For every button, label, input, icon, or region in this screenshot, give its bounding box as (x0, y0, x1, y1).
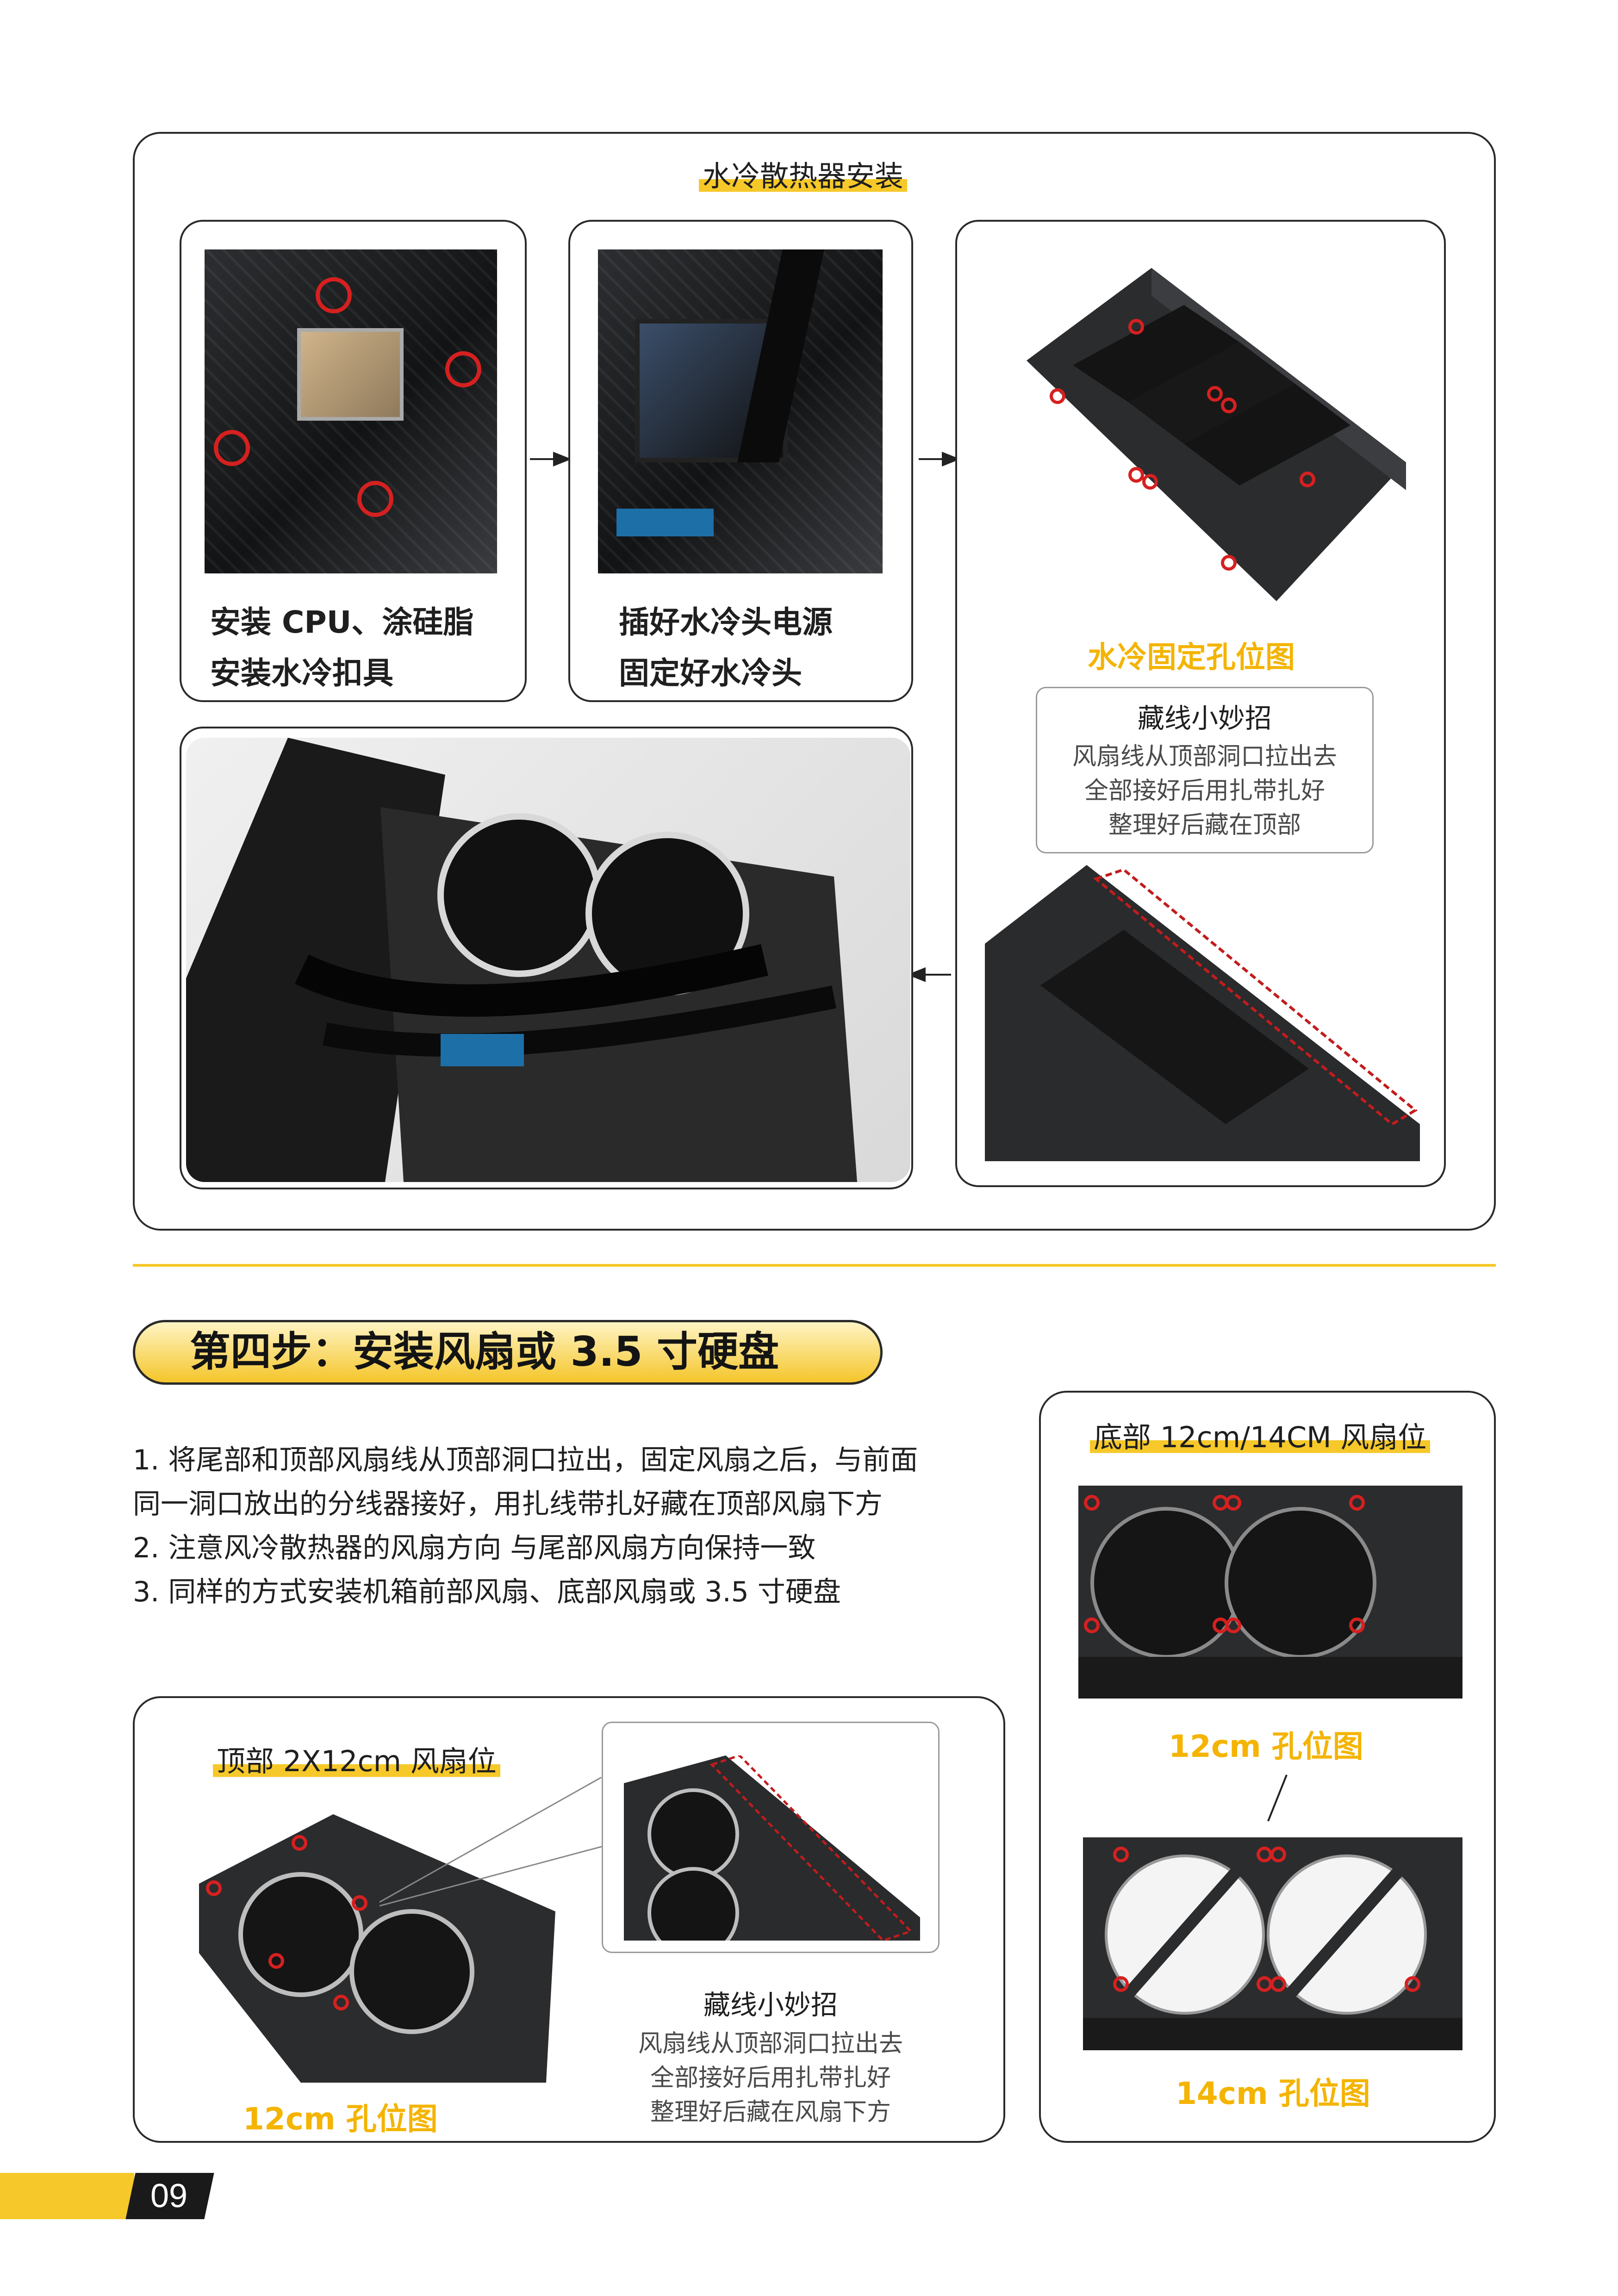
bottom12-hole-5 (1084, 1618, 1100, 1633)
bottom14-hole-4 (1113, 1976, 1129, 1992)
radiator-hole-1 (1128, 319, 1144, 335)
step4-heading: 第四步：安装风扇或 3.5 寸硬盘 (190, 1328, 779, 1375)
step-card-water-block: 插好水冷头电源 固定好水冷头 (568, 220, 913, 702)
mount-ring-3 (214, 430, 250, 466)
tip-fan-line-2: 全部接好后用扎带扎好 (650, 2064, 891, 2092)
water-cooling-section-title: 水冷散热器安装 (699, 153, 908, 195)
cpu-socket-photo (205, 249, 497, 573)
caption-slash (1267, 1774, 1288, 1822)
step4-heading-pill (133, 1320, 883, 1385)
bottom14-hole-5 (1257, 1976, 1272, 1992)
water-cooling-section-frame (133, 132, 1496, 1231)
bottom-fan-title: 底部 12cm/14CM 风扇位 (1090, 1414, 1431, 1456)
bottom-12cm-photo (1078, 1486, 1462, 1699)
tip-top-line-3: 整理好后藏在顶部 (1108, 811, 1301, 839)
radiator-holes-card: 水冷固定孔位图 藏线小妙招 风扇线从顶部洞口拉出去 全部接好后用扎带扎好 整理好… (955, 220, 1446, 1187)
bottom12-hole-3 (1226, 1495, 1241, 1511)
tip-fan-line-1: 风扇线从顶部洞口拉出去 (638, 2030, 903, 2058)
top-fan-title: 顶部 2X12cm 风扇位 (213, 1738, 500, 1780)
step1-caption-line1: 安装 CPU、涂硅脂 (210, 604, 474, 640)
top-fan-hole-1 (206, 1880, 222, 1896)
bottom14-hole-6 (1270, 1976, 1286, 1992)
arrow-3-line (914, 974, 951, 976)
page-number: 09 (150, 2178, 188, 2215)
mount-ring-1 (316, 277, 352, 313)
bottom-12cm-caption: 12cm 孔位图 (1169, 1729, 1363, 1764)
tip-top-line-2: 全部接好后用扎带扎好 (1084, 777, 1325, 805)
radiator-holes-caption: 水冷固定孔位图 (1088, 641, 1295, 675)
radiator-hole-5 (1128, 467, 1144, 483)
bottom14-hole-1 (1113, 1847, 1129, 1862)
bottom12-hole-8 (1349, 1618, 1365, 1633)
step4-instruction-3: 3. 同样的方式安装机箱前部风扇、底部风扇或 3.5 寸硬盘 (133, 1576, 841, 1608)
step4-instruction-2: 2. 注意风冷散热器的风扇方向 与尾部风扇方向保持一致 (133, 1532, 816, 1564)
arrow-1-line (530, 458, 562, 460)
cable-management-photo (186, 738, 910, 1182)
bottom-fan-section-frame (1039, 1391, 1496, 2143)
section-divider (133, 1264, 1496, 1267)
radiator-hole-2 (1050, 388, 1065, 404)
radiator-hole-3 (1207, 386, 1223, 402)
bottom12-hole-4 (1349, 1495, 1365, 1511)
tip-fan-line-3: 整理好后藏在风扇下方 (650, 2098, 891, 2126)
water-block-photo (598, 249, 883, 573)
arrow-2-line (919, 458, 953, 460)
bottom14-hole-2 (1257, 1847, 1272, 1862)
bottom-14cm-caption: 14cm 孔位图 (1176, 2076, 1370, 2111)
page-number-bar (0, 2173, 134, 2219)
top-fan-hole-3 (352, 1895, 367, 1911)
top-fan-hole-5 (333, 1995, 349, 2010)
cpu-chip-shape (297, 328, 404, 421)
radiator-cable-photo (985, 865, 1420, 1161)
arrow-1-head-icon (553, 452, 572, 467)
radiator-hole-6 (1142, 474, 1158, 490)
step2-caption-line2: 固定好水冷头 (619, 655, 802, 691)
radiator-hole-7 (1300, 472, 1315, 487)
mount-ring-2 (445, 351, 481, 387)
hide-cable-tip-top: 藏线小妙招 风扇线从顶部洞口拉出去 全部接好后用扎带扎好 整理好后藏在顶部 (1036, 687, 1374, 853)
top-fan-section-frame (133, 1696, 1005, 2143)
ssd-shape (616, 509, 714, 536)
bottom-14cm-photo (1083, 1837, 1462, 2050)
top-fan-hole-4 (268, 1953, 284, 1969)
top-fan-inset (602, 1722, 940, 1953)
step4-instruction-1b: 同一洞口放出的分线器接好，用扎线带扎好藏在顶部风扇下方 (133, 1488, 883, 1520)
tip-top-title: 藏线小妙招 (1137, 703, 1272, 734)
step-card-install-cpu: 安装 CPU、涂硅脂 安装水冷扣具 (180, 220, 527, 702)
cable-management-card (180, 727, 913, 1189)
tip-top-line-1: 风扇线从顶部洞口拉出去 (1072, 743, 1337, 771)
bottom12-hole-7 (1226, 1618, 1241, 1633)
top-fan-caption: 12cm 孔位图 (243, 2101, 438, 2137)
step2-caption-line1: 插好水冷头电源 (619, 604, 833, 640)
step4-instruction-1: 1. 将尾部和顶部风扇线从顶部洞口拉出，固定风扇之后，与前面 (133, 1444, 918, 1476)
radiator-frame-photo (1027, 268, 1406, 601)
mount-ring-4 (357, 481, 393, 517)
bottom12-hole-1 (1084, 1495, 1100, 1511)
tip-fan-title: 藏线小妙招 (703, 1989, 838, 2021)
radiator-hole-4 (1221, 398, 1237, 413)
arrow-2-head-icon (942, 452, 960, 467)
case-interior-drawing (186, 738, 857, 1182)
zoom-connector (380, 1777, 602, 1907)
top-fan-inset-photo (624, 1755, 920, 1941)
bottom14-hole-7 (1405, 1976, 1420, 1992)
arrow-3-head-icon (907, 967, 926, 982)
bottom14-hole-3 (1270, 1847, 1286, 1862)
top-fan-hole-2 (292, 1835, 307, 1851)
radiator-hole-8 (1221, 555, 1237, 571)
step1-caption-line2: 安装水冷扣具 (210, 655, 393, 691)
